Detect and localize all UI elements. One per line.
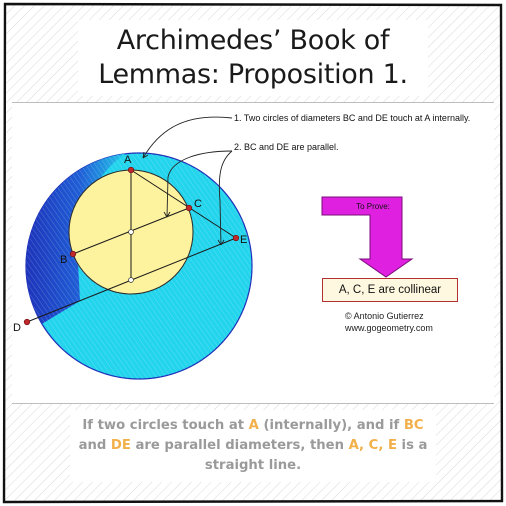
caption-part: If two circles touch at bbox=[82, 418, 249, 433]
geometry-diagram: A C B E D bbox=[13, 116, 414, 380]
annotation-2: 2. BC and DE are parallel. bbox=[234, 142, 339, 152]
caption-part: and bbox=[78, 438, 111, 453]
caption-highlight-bc: BC bbox=[403, 418, 424, 433]
point-a bbox=[127, 166, 135, 174]
annotation-1: 1. Two circles of diameters BC and DE to… bbox=[234, 113, 471, 123]
caption-highlight-de: DE bbox=[110, 438, 131, 453]
point-e bbox=[232, 234, 240, 242]
point-b bbox=[69, 250, 77, 258]
label-e: E bbox=[240, 234, 247, 246]
label-d: D bbox=[13, 322, 21, 334]
caption-part: are parallel diameters, then bbox=[130, 438, 349, 453]
caption-box: If two circles touch at A (internally), … bbox=[70, 410, 436, 482]
point-c bbox=[185, 204, 193, 212]
caption-highlight-a: A bbox=[248, 418, 259, 433]
caption-part: is a straight line. bbox=[204, 438, 428, 473]
page-title: Archimedes’ Book of Lemmas: Proposition … bbox=[98, 25, 408, 90]
result-box: A, C, E are collinear bbox=[322, 278, 458, 302]
title-box: Archimedes’ Book of Lemmas: Proposition … bbox=[78, 20, 428, 96]
credit: © Antonio Gutierrez www.gogeometry.com bbox=[345, 310, 433, 334]
construction-lines bbox=[26, 169, 237, 323]
label-a: A bbox=[124, 154, 132, 166]
caption-text: If two circles touch at A (internally), … bbox=[70, 416, 436, 476]
credit-author: © Antonio Gutierrez bbox=[345, 311, 424, 321]
diagram-panel: A C B E D 1. Two circles of diameters BC… bbox=[12, 102, 494, 404]
to-prove-arrow bbox=[321, 196, 414, 278]
caption-part: (internally), and if bbox=[258, 418, 404, 433]
label-b: B bbox=[60, 254, 67, 266]
to-prove-label: To Prove: bbox=[356, 202, 390, 211]
points bbox=[23, 166, 240, 326]
caption-highlight-ace: A, C, E bbox=[348, 438, 397, 453]
result-text: A, C, E are collinear bbox=[338, 284, 442, 296]
point-d bbox=[23, 318, 31, 326]
annotation-arrows bbox=[142, 116, 233, 246]
small-circle-center bbox=[128, 229, 134, 235]
credit-site: www.gogeometry.com bbox=[345, 323, 433, 333]
label-c: C bbox=[194, 198, 202, 210]
big-circle-center bbox=[128, 277, 134, 283]
